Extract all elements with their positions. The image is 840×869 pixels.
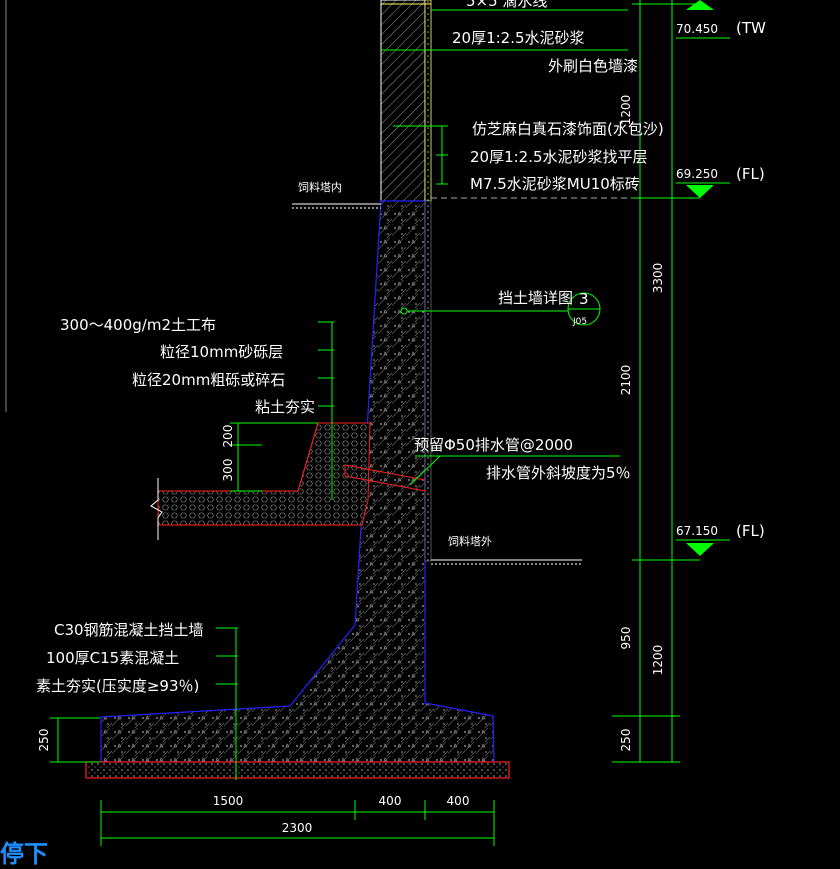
elev-tw-tag: (TW (736, 19, 766, 37)
elev-fl1-value: 69.250 (676, 167, 718, 181)
label-outside-ground: 饲料塔外 (448, 534, 492, 548)
elev-fl2-tag: (FL) (736, 522, 765, 540)
label-mortar-level: 20厚1:2.5水泥砂浆找平层 (470, 148, 648, 166)
label-mortar-20: 20厚1:2.5水泥砂浆 (452, 29, 585, 47)
label-inside-ground: 饲料塔内 (298, 180, 342, 194)
label-top-cut: 5×5 滴水线 (466, 0, 547, 10)
dim-v-950: 950 (619, 627, 633, 650)
label-granite-finish: 仿芝麻白真石漆饰面(水包沙) (472, 120, 664, 138)
label-c15-base: 100厚C15素混凝土 (46, 649, 179, 667)
elev-marker-tw (686, 0, 714, 10)
elev-marker-fl1 (686, 185, 714, 198)
elev-tw-value: 70.450 (676, 22, 718, 36)
label-detail-ref: 挡土墙详图 (498, 289, 573, 307)
dim-v-1200-bottom: 1200 (651, 645, 665, 676)
finish-layer (424, 0, 432, 202)
dim-h-400-b: 400 (447, 794, 470, 808)
label-compacted-soil: 素土夯实(压实度≥93％) (36, 677, 199, 695)
elev-fl2-value: 67.150 (676, 524, 718, 538)
label-brick: M7.5水泥砂浆MU10标砖 (470, 175, 640, 193)
elev-marker-fl2 (686, 543, 714, 556)
label-white-paint: 外刷白色墙漆 (548, 57, 638, 75)
drain-pipe (344, 464, 426, 492)
label-drain-slope: 排水管外斜坡度为5％ (486, 464, 631, 482)
dim-v-1200-top: 1200 (619, 95, 633, 126)
label-detail-num: 3 (579, 290, 589, 308)
watermark-text: 停下 (0, 840, 48, 868)
label-drain-pipe: 预留Φ50排水管@2000 (414, 436, 573, 454)
dim-v-250-right: 250 (619, 729, 633, 752)
c15-blinding (85, 761, 510, 779)
label-clay: 粘土夯实 (255, 398, 315, 416)
label-detail-sheet: J05 (572, 317, 587, 327)
dim-h-400-a: 400 (379, 794, 402, 808)
brick-parapet (380, 0, 426, 202)
dim-v-250-left: 250 (37, 729, 51, 752)
outer-finish-strip (424, 200, 432, 562)
dim-v-3300: 3300 (651, 263, 665, 294)
dim-v-2100: 2100 (619, 365, 633, 396)
dim-v-200: 200 (221, 425, 235, 448)
label-c30-wall: C30钢筋混凝土挡土墙 (54, 621, 204, 639)
dim-h-1500: 1500 (213, 794, 244, 808)
dim-v-300: 300 (221, 459, 235, 482)
label-gravel-10: 粒径10mm砂砾层 (160, 343, 283, 361)
leader-drain-diag (409, 455, 441, 486)
elev-fl1-tag: (FL) (736, 165, 765, 183)
label-geotextile: 300～400g/m2土工布 (60, 316, 216, 334)
label-gravel-20: 粒径20mm粗砾或碎石 (132, 371, 285, 389)
break-line (150, 478, 163, 540)
dim-h-2300: 2300 (282, 821, 313, 835)
drain-gravel-backfill (157, 422, 371, 526)
